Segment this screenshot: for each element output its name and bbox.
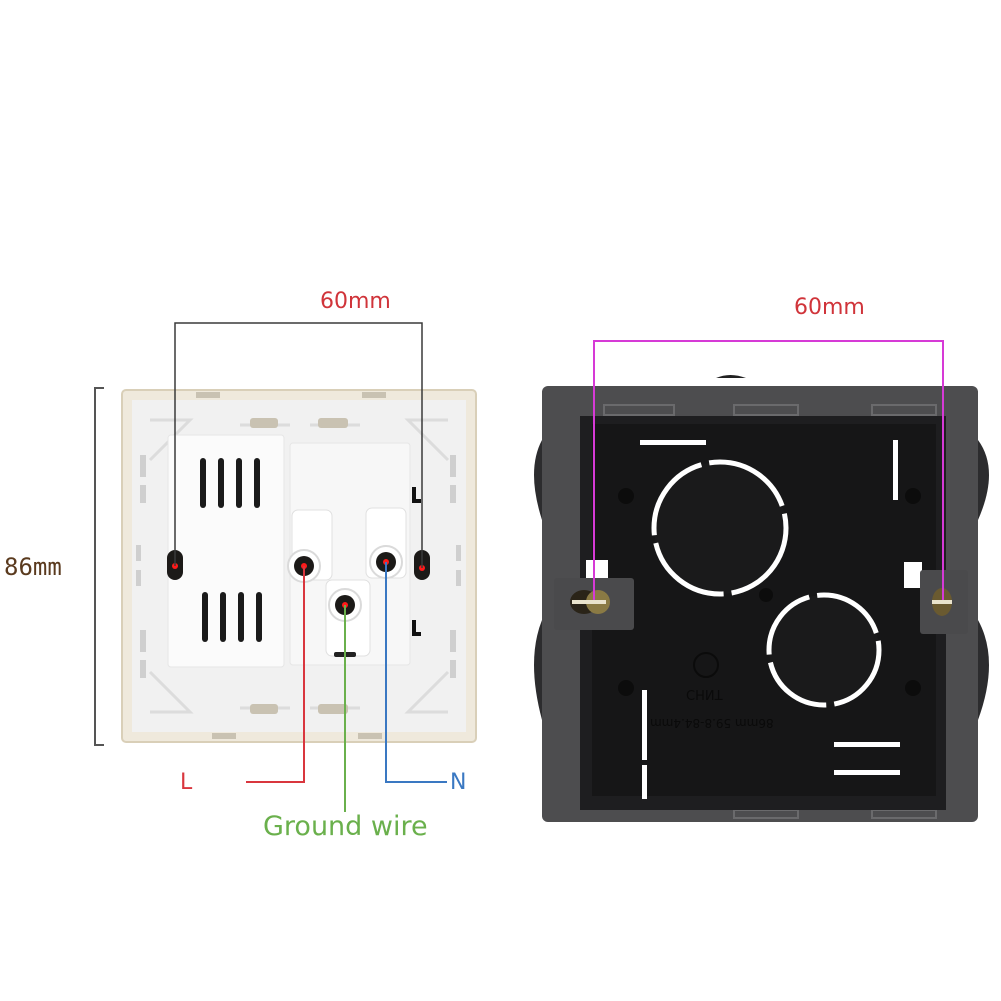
- socket-panel: 60mm 86mm L N Ground wire: [0, 0, 500, 1001]
- mounting-box-drawing: [534, 340, 989, 822]
- mounting-box-panel: CHNT 86mm 59.8-84.4mm 60mm: [500, 0, 1001, 1001]
- box-width-label: 60mm: [794, 295, 865, 320]
- box-embossed-size: 86mm 59.8-84.4mm: [650, 716, 774, 730]
- socket-width-label: 60mm: [320, 289, 391, 314]
- live-wire-label: L: [180, 770, 193, 795]
- box-embossed-brand: CHNT: [686, 686, 723, 701]
- socket-height-label: 86mm: [4, 553, 62, 581]
- ground-wire-label: Ground wire: [263, 811, 428, 842]
- neutral-wire-label: N: [450, 770, 467, 795]
- socket-drawing: [94, 322, 477, 812]
